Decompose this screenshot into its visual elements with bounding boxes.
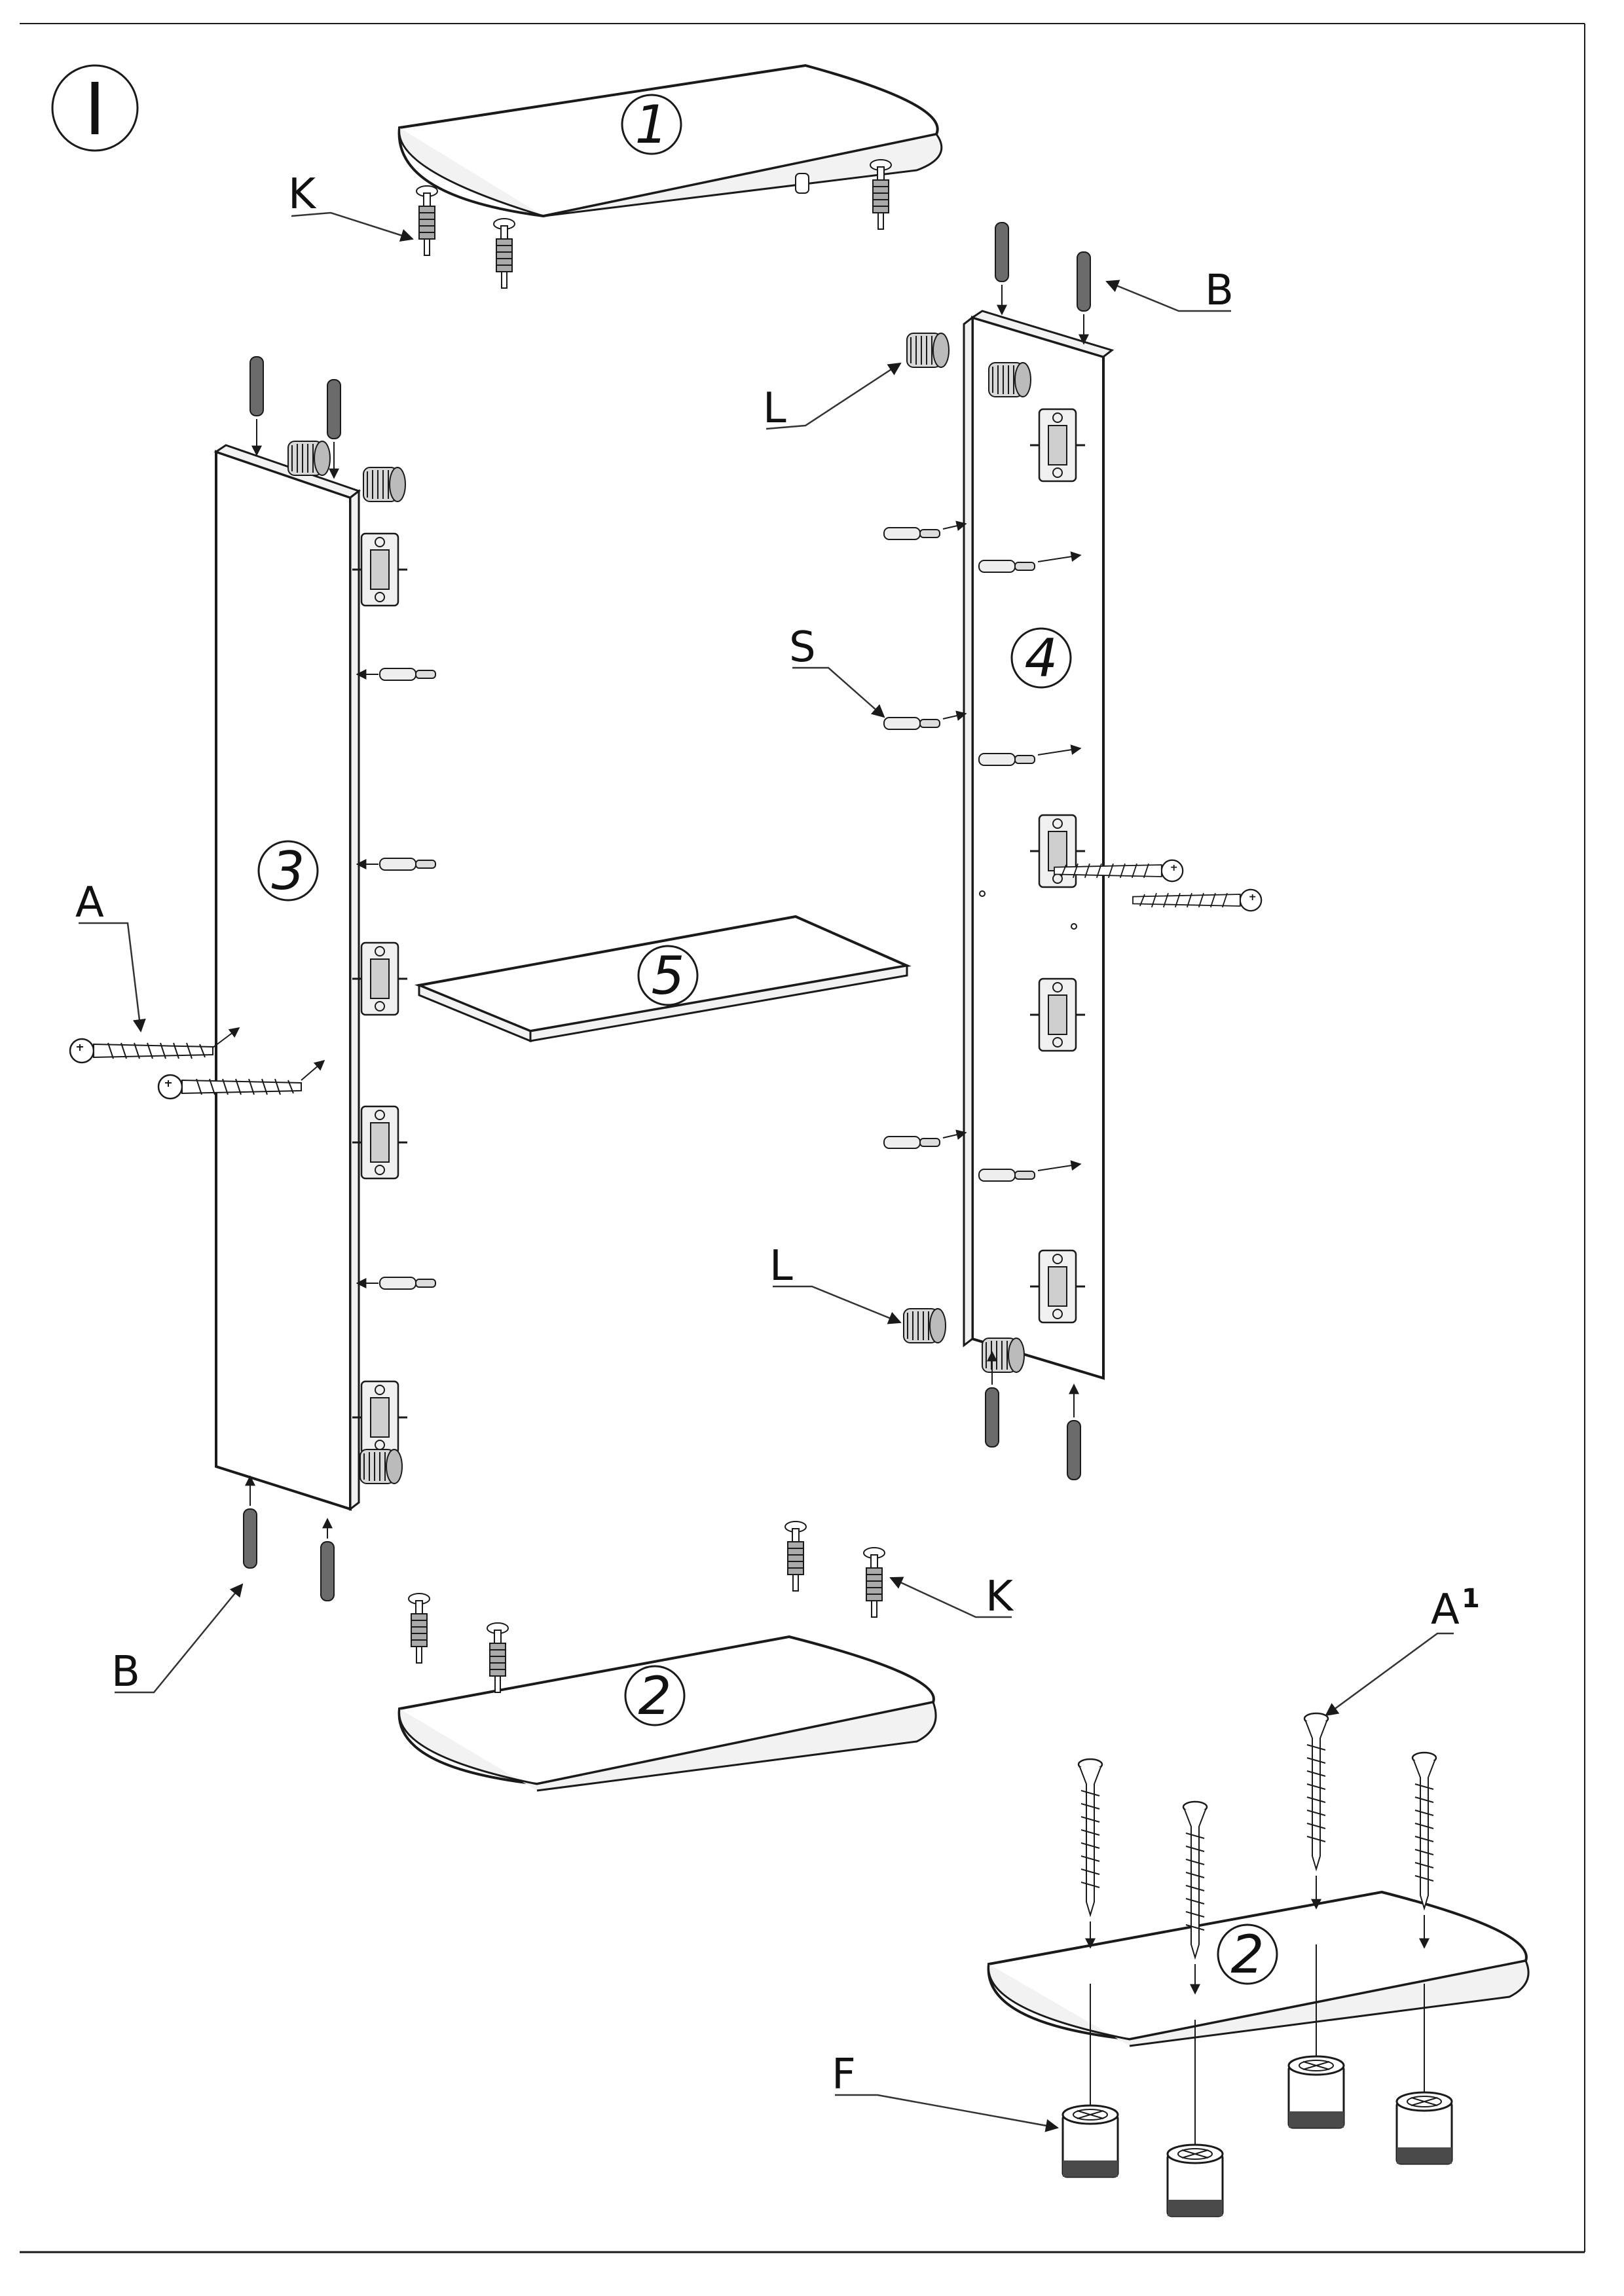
shelf-pin-s — [883, 1136, 940, 1149]
bottom-board-with-feet: 2 — [987, 1890, 1530, 2047]
cam-lock-l — [287, 441, 331, 476]
label-b-bottom: B — [111, 1648, 140, 1696]
cam-bolt-k — [863, 1547, 885, 1618]
dowel-pin-b — [243, 1508, 257, 1569]
foot-f — [1287, 2055, 1345, 2129]
hinge-plate — [351, 1380, 409, 1455]
step-badge: I — [51, 64, 139, 152]
cam-bolt-k — [416, 185, 438, 256]
shelf-pin-s — [978, 1169, 1035, 1182]
label-a1-letter: A — [1431, 1586, 1460, 1634]
right-side-panel: 4 — [963, 310, 1115, 1380]
label-a: A — [75, 879, 104, 927]
shelf-panel: 5 — [414, 915, 912, 1043]
dowel-pin-b — [995, 222, 1009, 282]
screw-hole — [979, 890, 986, 897]
screw-a — [69, 1038, 214, 1064]
dowel-pin-b — [1077, 251, 1091, 312]
dowel-pin-b — [320, 1541, 335, 1601]
leader-k-bottom — [889, 1576, 1012, 1618]
shelf-pin-s — [978, 753, 1035, 766]
bottom-board-number: 2 — [638, 1666, 672, 1726]
cam-bolt-k — [408, 1593, 430, 1664]
left-side-number: 3 — [272, 841, 305, 902]
label-l-top: L — [763, 384, 786, 433]
leader-b-top — [1105, 280, 1231, 312]
label-s: S — [789, 623, 816, 672]
insert-arrow — [301, 1059, 325, 1081]
leader-a1 — [1325, 1632, 1454, 1717]
dowel-pin-b — [249, 356, 264, 416]
cam-bolt-k — [493, 218, 515, 289]
insert-arrow — [1037, 1160, 1082, 1171]
cam-bolt-k — [795, 173, 809, 194]
cam-bolt-k — [784, 1521, 807, 1592]
label-f: F — [832, 2050, 856, 2099]
top-board: 1 — [397, 64, 943, 218]
leader-a — [79, 922, 146, 1032]
screw-a — [1132, 888, 1263, 912]
label-a1: A 1 — [1431, 1584, 1480, 1634]
leader-s — [792, 666, 885, 718]
label-k-top: K — [288, 170, 317, 219]
step-number: I — [84, 67, 105, 151]
top-board-number: 1 — [635, 94, 669, 155]
cam-lock-l — [988, 362, 1031, 397]
label-b-top: B — [1205, 266, 1234, 315]
insert-arrow — [1037, 551, 1082, 562]
shelf-pin-s — [883, 717, 940, 730]
shelf-number: 5 — [652, 945, 685, 1006]
foot-f — [1061, 2104, 1119, 2178]
dowel-pin-b — [327, 379, 341, 439]
screw-hole — [1071, 923, 1077, 930]
foot-f — [1395, 2091, 1453, 2165]
cam-bolt-k — [487, 1622, 509, 1693]
dowel-pin-b — [1067, 1420, 1081, 1480]
insert-arrow — [942, 520, 967, 532]
foot-f — [1166, 2143, 1224, 2217]
screw-a1 — [1411, 1751, 1437, 1910]
hinge-plate — [351, 532, 409, 607]
right-side-number: 4 — [1025, 628, 1058, 689]
hinge-plate — [351, 1105, 409, 1180]
cam-lock-l — [363, 467, 406, 502]
leader-k-top — [291, 211, 414, 242]
label-a1-index: 1 — [1462, 1584, 1480, 1614]
label-l-bottom: L — [769, 1242, 793, 1290]
leader-b-bottom — [115, 1583, 244, 1694]
insert-arrow — [942, 710, 967, 721]
cam-lock-l — [982, 1338, 1025, 1373]
shelf-pin-s — [883, 527, 940, 540]
shelf-pin-s — [379, 858, 436, 871]
insert-arrow — [212, 1027, 240, 1048]
insert-arrow — [1037, 744, 1082, 756]
label-k-bottom: K — [986, 1573, 1014, 1621]
shelf-pin-s — [379, 668, 436, 681]
screw-a1 — [1077, 1758, 1103, 1916]
hinge-plate — [351, 941, 409, 1016]
shelf-pin-s — [978, 560, 1035, 573]
cam-lock-l — [360, 1449, 403, 1484]
leader-l-bottom — [773, 1285, 902, 1324]
cam-lock-l — [906, 333, 950, 368]
dowel-pin-b — [985, 1387, 999, 1448]
bottom-board: 2 — [397, 1635, 937, 1792]
screw-a1 — [1303, 1712, 1329, 1870]
leader-l-top — [766, 362, 902, 430]
cam-lock-l — [903, 1308, 946, 1343]
bottom-feet-board-number: 2 — [1231, 1924, 1264, 1985]
insert-arrow — [942, 1129, 967, 1140]
shelf-pin-s — [379, 1277, 436, 1290]
left-side-panel: 3 — [213, 444, 361, 1512]
leader-f — [835, 2094, 1059, 2132]
